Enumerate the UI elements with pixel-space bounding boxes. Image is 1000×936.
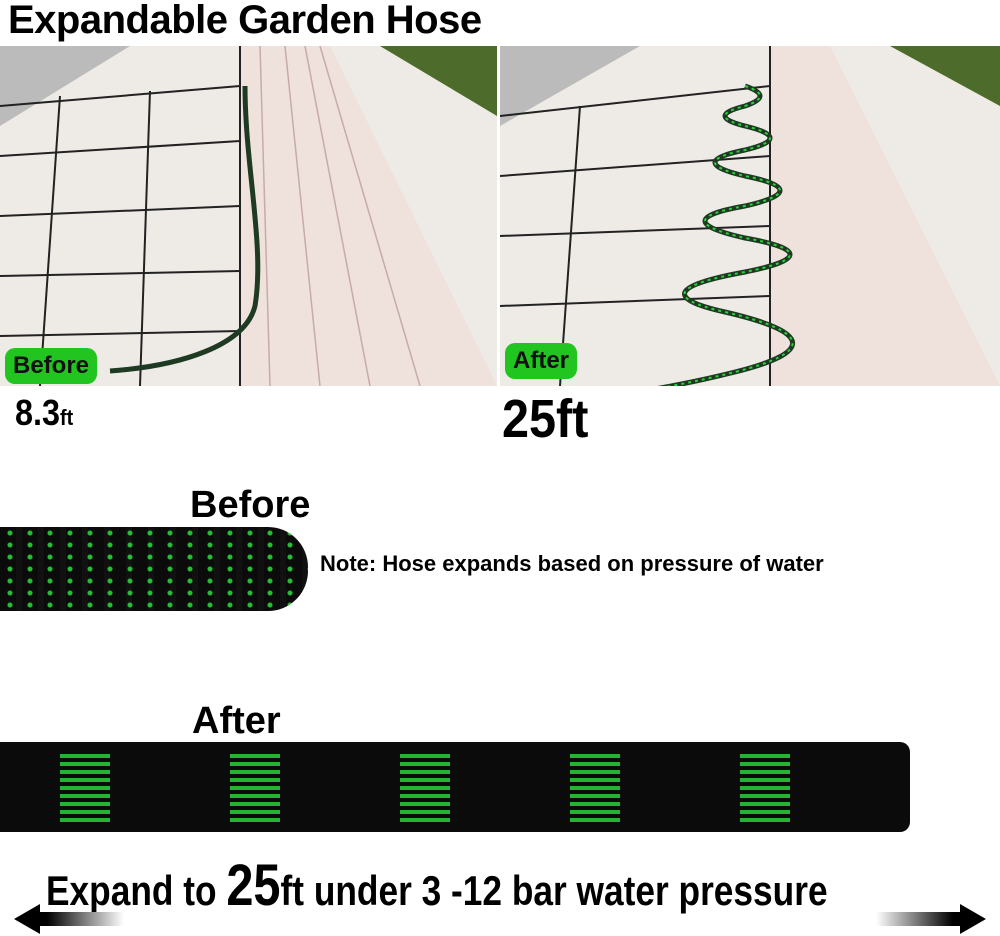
caption-suffix: ft under 3 -12 bar water pressure [280,867,828,914]
before-length-value: 8.3 [15,392,61,433]
page-title: Expandable Garden Hose [8,0,482,42]
arrow-left-icon [14,904,124,934]
before-length: 8.3ft [15,392,73,434]
pressure-note: Note: Hose expands based on pressure of … [320,551,824,576]
before-photo [0,46,497,386]
arrow-right-icon [876,904,986,934]
caption-prefix: Expand to [46,867,227,914]
after-badge: After [505,343,578,379]
before-length-unit: ft [60,405,74,430]
expand-caption: Expand to 25ft under 3 -12 bar water pre… [46,852,828,919]
caption-big-number: 25 [226,853,281,918]
compressed-hose-image [0,527,308,611]
before-hose-label: Before [190,484,311,526]
after-photo [500,46,1000,386]
before-badge: Before [5,348,98,384]
expanded-hose-image [0,742,910,832]
after-hose-label: After [192,700,281,742]
after-length: 25ft [502,389,589,449]
